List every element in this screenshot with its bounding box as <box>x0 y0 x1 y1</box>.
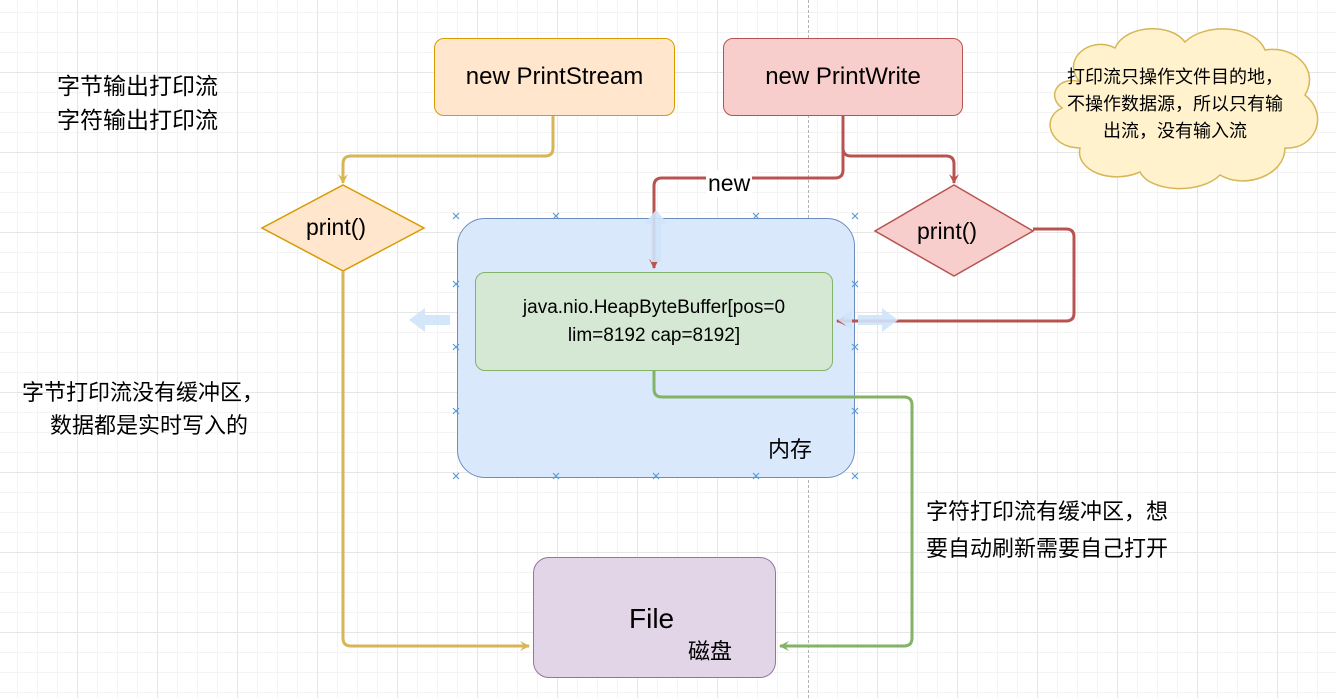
resize-handle-right[interactable] <box>838 308 898 332</box>
cloud-note-line3: 出流，没有输入流 <box>1103 121 1247 142</box>
disk-label: 磁盘 <box>688 640 733 665</box>
file-label: File <box>629 603 675 634</box>
edge-printstream-to-print <box>338 116 555 184</box>
char-stream-note-line2: 要自动刷新需要自己打开 <box>926 537 1169 562</box>
edge-print-to-buffer <box>836 227 1076 326</box>
edge-print-to-file <box>341 271 530 651</box>
buffer-text-line2: lim=8192 cap=8192] <box>567 324 741 346</box>
byte-stream-note: 字节打印流没有缓冲区， 数据都是实时写入的 <box>22 377 264 443</box>
heap-byte-buffer-node[interactable]: java.nio.HeapByteBuffer[pos=0 lim=8192 c… <box>475 272 833 371</box>
edge-printwrite-to-print <box>841 116 959 184</box>
cloud-note-line2: 不操作数据源，所以只有输 <box>1067 94 1283 115</box>
print-stream-type-label: 字节输出打印流 <box>57 74 218 100</box>
byte-stream-note-line1: 字节打印流没有缓冲区， <box>22 381 265 406</box>
print-write-node[interactable]: new PrintWrite <box>723 38 963 116</box>
print-write-label: new PrintWrite <box>765 63 921 90</box>
char-stream-note: 字符打印流有缓冲区，想 要自动刷新需要自己打开 <box>926 494 1168 568</box>
cloud-note-line1: 打印流只操作文件目的地， <box>1067 67 1283 88</box>
print-right-diamond[interactable] <box>873 184 1035 277</box>
print-right-label: print() <box>917 218 978 244</box>
stream-type-labels: 字节输出打印流 字符输出打印流 <box>57 70 218 138</box>
cloud-note-text: 打印流只操作文件目的地， 不操作数据源，所以只有输 出流，没有输入流 <box>1036 64 1314 145</box>
char-stream-note-line1: 字符打印流有缓冲区，想 <box>926 500 1169 525</box>
memory-label: 内存 <box>768 438 813 463</box>
edge-buffer-to-file <box>652 371 914 651</box>
print-left-label: print() <box>306 214 367 240</box>
buffer-text-line1: java.nio.HeapByteBuffer[pos=0 <box>522 296 786 318</box>
cloud-note-shape[interactable] <box>1049 28 1319 190</box>
print-stream-node[interactable]: new PrintStream <box>434 38 675 116</box>
print-stream-label: new PrintStream <box>465 63 644 90</box>
print-writer-type-label: 字符输出打印流 <box>57 108 218 134</box>
resize-handle-top[interactable] <box>644 210 668 262</box>
connection-points <box>452 212 859 480</box>
edge-label-new: new <box>706 170 753 197</box>
file-node[interactable] <box>533 557 776 678</box>
byte-stream-note-line2: 数据都是实时写入的 <box>50 414 249 439</box>
resize-handle-left[interactable] <box>409 308 450 332</box>
